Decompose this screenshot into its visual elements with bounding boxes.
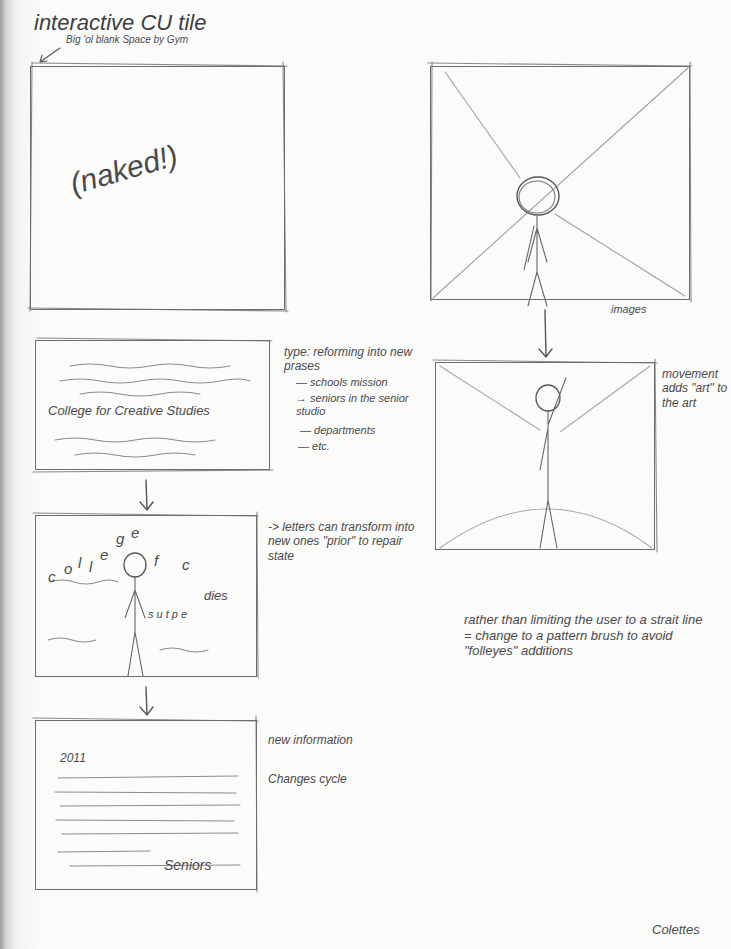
box-text: f xyxy=(154,552,158,570)
sketch-box: movement adds "art" to the art xyxy=(435,362,655,550)
box-text: Seniors xyxy=(164,857,211,874)
box-text: g xyxy=(116,530,124,548)
box-text: images xyxy=(611,303,646,316)
sketch-note: — etc. xyxy=(298,440,330,453)
sketch-box: collegefcdiess u t p e xyxy=(35,515,257,677)
sketch-note: → seniors in the senior studio xyxy=(296,392,436,418)
box-text: l xyxy=(78,554,81,572)
box-text: movement adds "art" to the art xyxy=(662,367,728,410)
box-text: e xyxy=(131,524,139,542)
sketch-arrow xyxy=(140,480,153,510)
sketch-arrow xyxy=(539,310,552,357)
sketch-box: images xyxy=(430,66,690,300)
sketch-box: (naked!) xyxy=(30,66,285,310)
box-text: (naked!) xyxy=(66,137,182,202)
box-text: o xyxy=(64,560,72,578)
box-text: c xyxy=(48,568,56,586)
sketch-note: Big 'ol blank Space by Gym xyxy=(66,34,188,46)
box-text: 2011 xyxy=(60,751,86,765)
sketch-note: — departments xyxy=(300,424,375,437)
sketch-note: Changes cycle xyxy=(268,772,347,786)
sketch-arrow xyxy=(140,687,153,715)
sketch-note: -> letters can transform into new ones "… xyxy=(268,520,428,563)
sketch-note: Colettes xyxy=(652,922,700,938)
sketch-note: — schools mission xyxy=(296,376,388,389)
sketch-note: new information xyxy=(268,733,353,747)
sketch-note: rather than limiting the user to a strai… xyxy=(464,612,710,659)
sketch-note: type: reforming into new prases xyxy=(284,345,434,374)
box-text: l xyxy=(89,558,92,576)
box-text: c xyxy=(182,556,190,574)
sketch-box: 2011Seniors xyxy=(35,720,257,890)
box-text: s u t p e xyxy=(148,608,187,621)
box-text: dies xyxy=(204,588,228,604)
box-text: e xyxy=(100,546,108,564)
box-text: College for Creative Studies xyxy=(48,403,210,419)
sketch-title: interactive CU tile xyxy=(34,10,206,36)
sketch-box: College for Creative Studies xyxy=(35,340,270,470)
